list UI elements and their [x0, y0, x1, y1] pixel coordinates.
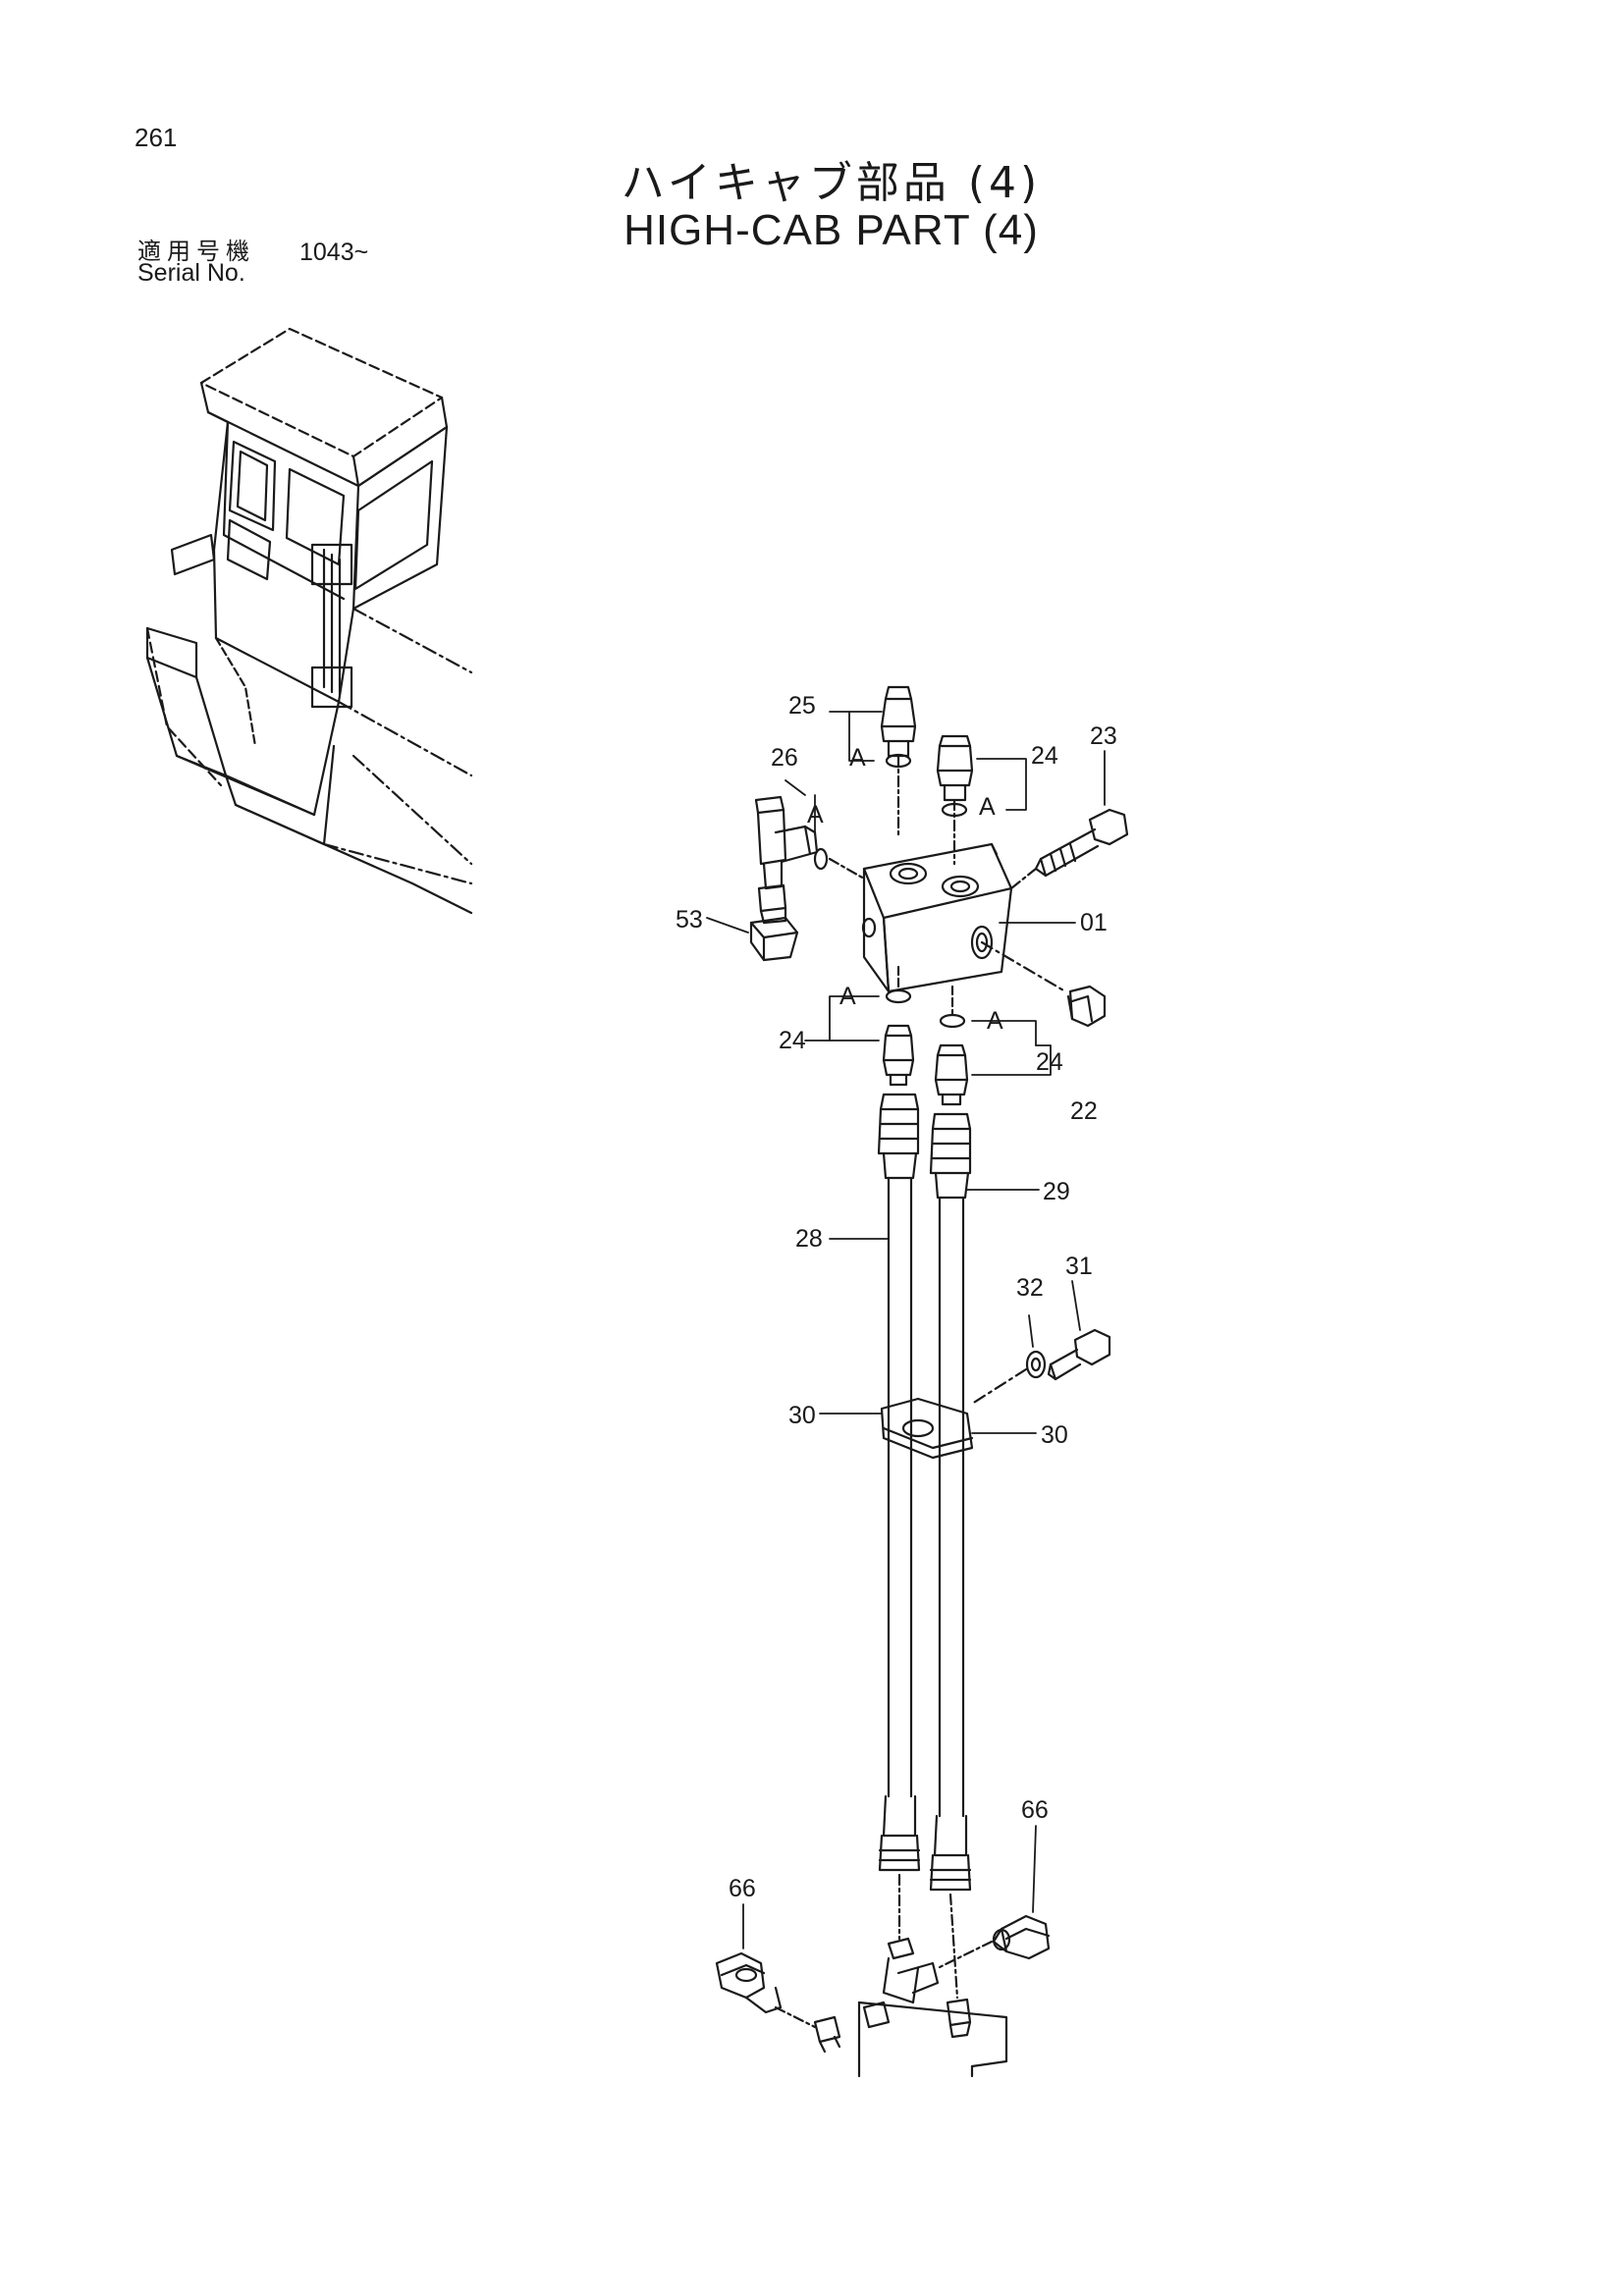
elbow-part-53 — [749, 883, 799, 962]
serial-number-value: 1043~ — [299, 239, 369, 266]
callout-24-lower-left: 24 — [779, 1027, 806, 1054]
washer-part-32 — [1025, 1350, 1047, 1379]
lower-valve-block — [774, 1873, 1008, 2078]
callout-leader-lines — [706, 711, 1106, 1949]
fitting-part-25 — [880, 685, 917, 836]
callout-ref-a-5: A — [987, 1007, 1003, 1035]
o-ring-icon — [885, 753, 912, 769]
callout-ref-a-3: A — [807, 801, 824, 828]
callout-22: 22 — [1070, 1097, 1098, 1125]
callout-ref-a-2: A — [979, 793, 996, 821]
callout-ref-a-4: A — [839, 983, 856, 1010]
callout-53: 53 — [676, 906, 703, 934]
callout-66-right: 66 — [1021, 1796, 1049, 1824]
callout-23: 23 — [1090, 722, 1117, 750]
plug-part-22 — [980, 940, 1107, 1028]
callout-31: 31 — [1065, 1253, 1093, 1280]
hose-part-28 — [877, 1093, 921, 1872]
callout-29: 29 — [1043, 1178, 1070, 1205]
clamp-part-30 — [880, 1367, 1028, 1460]
bolt-part-23 — [1009, 808, 1129, 890]
serial-label-english: Serial No. — [137, 259, 245, 287]
serial-label-japanese: 適用号機 — [137, 238, 255, 265]
fitting-part-24-lower-right — [934, 1043, 969, 1106]
title-english: HIGH-CAB PART (4) — [623, 206, 1039, 254]
callout-01: 01 — [1080, 909, 1108, 936]
callout-30-left: 30 — [788, 1402, 816, 1429]
callout-24-upper: 24 — [1031, 742, 1058, 770]
callout-ref-a-1: A — [849, 744, 866, 772]
callout-66-left: 66 — [729, 1875, 756, 1902]
o-ring-icon — [885, 988, 912, 1004]
fitting-part-24-lower-left — [882, 1024, 915, 1087]
callout-30-right: 30 — [1041, 1421, 1068, 1449]
callout-24-lower-right: 24 — [1036, 1048, 1063, 1076]
valve-block-part-01 — [861, 842, 1013, 993]
o-ring-icon — [939, 1013, 966, 1029]
fitting-part-66-left — [715, 1951, 783, 2014]
callout-labels: 25 A 24 A 26 A 23 01 53 A A 24 24 22 29 … — [676, 692, 1117, 1902]
callout-26: 26 — [771, 744, 798, 772]
callout-32: 32 — [1016, 1274, 1044, 1302]
o-ring-icon — [941, 802, 968, 818]
page-number: 261 — [135, 123, 178, 152]
title-japanese: ハイキャブ部品 (4) — [621, 158, 1042, 208]
fitting-part-66-right — [992, 1914, 1051, 1960]
callout-25: 25 — [788, 692, 816, 720]
cab-overview-sketch — [145, 327, 473, 915]
callout-28: 28 — [795, 1225, 823, 1253]
hose-part-29 — [929, 1112, 972, 1892]
fitting-part-24-upper — [936, 734, 974, 866]
bolt-part-31 — [1047, 1328, 1111, 1381]
